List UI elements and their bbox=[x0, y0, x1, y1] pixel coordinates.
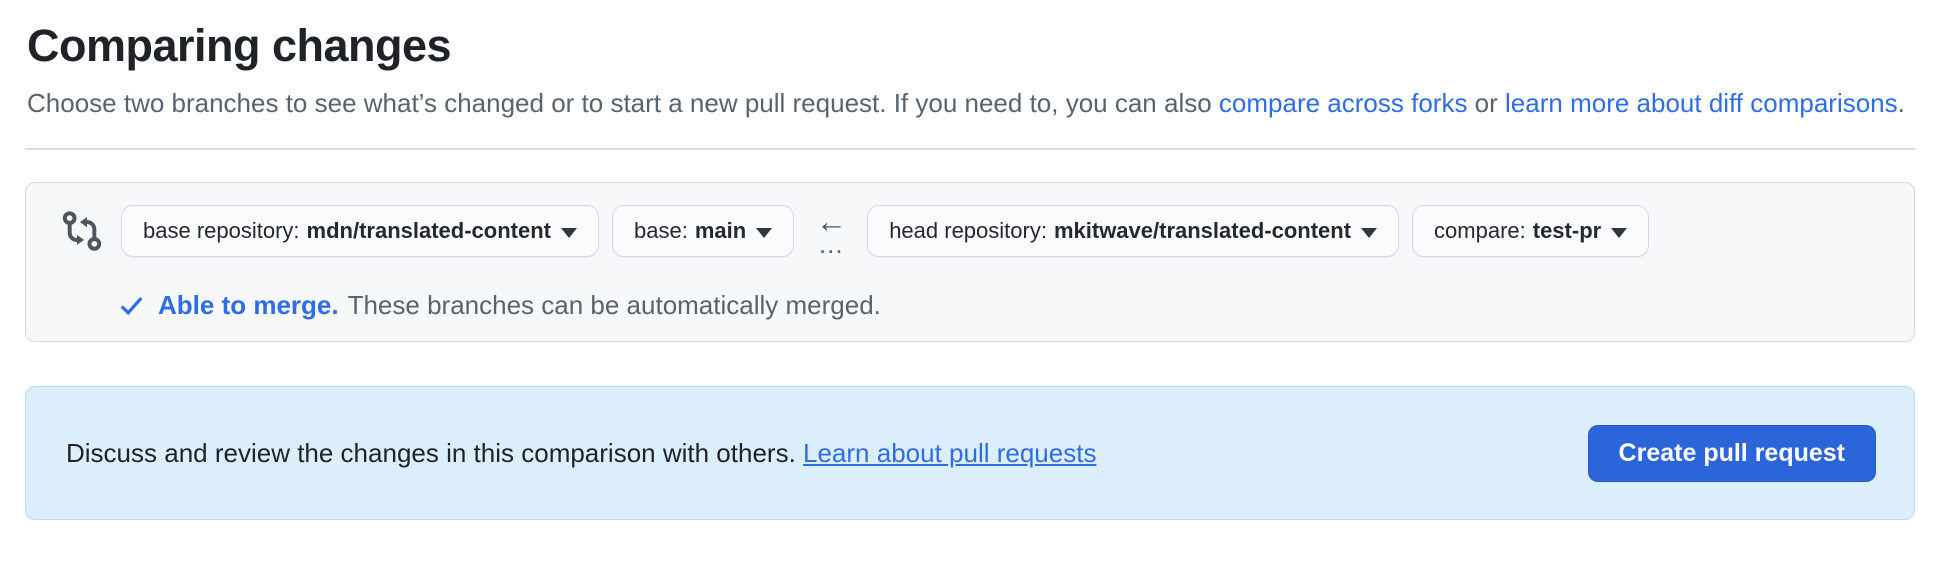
pr-banner-text: Discuss and review the changes in this c… bbox=[66, 438, 1096, 469]
base-repository-selector[interactable]: base repository: mdn/translated-content bbox=[121, 205, 599, 257]
learn-more-diff-link[interactable]: learn more about diff comparisons bbox=[1505, 88, 1898, 118]
base-branch-label: base: bbox=[634, 218, 688, 243]
base-repository-value: mdn/translated-content bbox=[306, 218, 551, 243]
compare-across-forks-link[interactable]: compare across forks bbox=[1218, 88, 1468, 118]
chevron-down-icon bbox=[1361, 228, 1378, 238]
create-pull-request-button[interactable]: Create pull request bbox=[1587, 424, 1876, 482]
arrow-left-icon: ← bbox=[815, 204, 847, 239]
chevron-down-icon bbox=[756, 228, 773, 238]
merge-status-row: Able to merge. These branches can be aut… bbox=[118, 290, 1879, 321]
pr-banner: Discuss and review the changes in this c… bbox=[25, 386, 1915, 520]
compare-branch-value: test-pr bbox=[1532, 218, 1602, 243]
compare-branch-label: compare: bbox=[1434, 218, 1526, 243]
branch-range-selector: base repository: mdn/translated-content … bbox=[25, 182, 1915, 342]
head-repository-label: head repository: bbox=[889, 218, 1047, 243]
base-branch-value: main bbox=[694, 218, 747, 243]
head-repository-value: mkitwave/translated-content bbox=[1053, 218, 1352, 243]
intro-text-or: or bbox=[1467, 88, 1506, 118]
pr-banner-message: Discuss and review the changes in this c… bbox=[66, 437, 804, 468]
check-icon bbox=[118, 292, 145, 319]
divider bbox=[25, 148, 1915, 150]
compare-branch-selector[interactable]: compare: test-pr bbox=[1412, 205, 1650, 257]
branch-selector-row: base repository: mdn/translated-content … bbox=[61, 205, 1879, 257]
intro-text: Choose two branches to see what’s change… bbox=[27, 84, 1915, 122]
base-branch-selector[interactable]: base: main bbox=[612, 205, 795, 257]
head-repository-selector[interactable]: head repository: mkitwave/translated-con… bbox=[867, 205, 1400, 257]
compare-page: Comparing changes Choose two branches to… bbox=[25, 20, 1915, 520]
intro-text-before: Choose two branches to see what’s change… bbox=[27, 88, 1219, 118]
git-compare-icon bbox=[61, 210, 103, 252]
chevron-down-icon bbox=[561, 228, 577, 238]
base-repository-label: base repository: bbox=[143, 218, 300, 243]
chevron-down-icon bbox=[1611, 228, 1628, 238]
merge-status-description: These branches can be automatically merg… bbox=[347, 290, 881, 320]
merge-status-text: Able to merge. bbox=[158, 290, 339, 320]
learn-about-pull-requests-link[interactable]: Learn about pull requests bbox=[803, 437, 1097, 468]
range-ellipsis: … bbox=[817, 229, 845, 259]
range-direction: ← … bbox=[813, 204, 849, 259]
intro-period: . bbox=[1897, 88, 1905, 118]
page-title: Comparing changes bbox=[27, 20, 452, 71]
